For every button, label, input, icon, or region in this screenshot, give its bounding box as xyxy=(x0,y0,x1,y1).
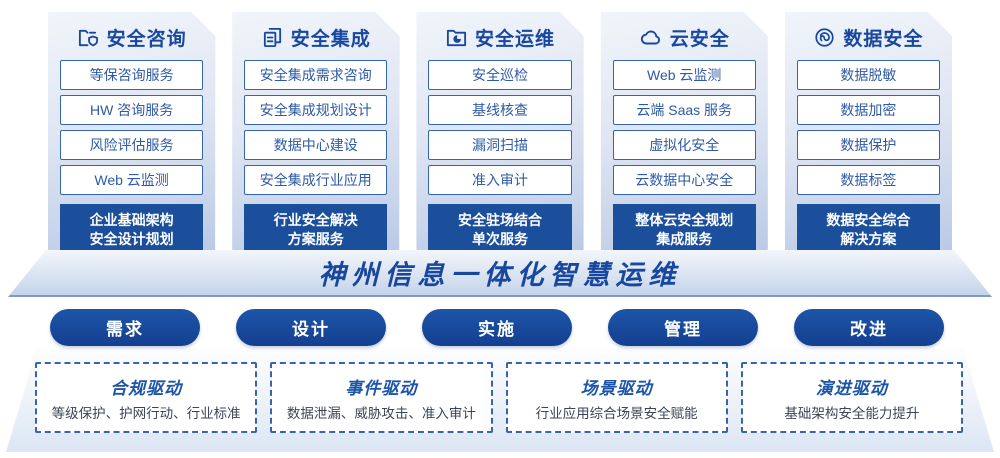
phase-pill: 管理 xyxy=(608,309,758,346)
phase-pill: 需求 xyxy=(50,309,200,346)
card-title: 云安全 xyxy=(669,28,730,50)
service-item: 安全集成行业应用 xyxy=(244,165,387,195)
card-title: 安全运维 xyxy=(475,28,556,50)
card-highlight: 安全驻场结合 单次服务 xyxy=(428,204,571,256)
card-highlight: 企业基础架构 安全设计规划 xyxy=(60,204,203,256)
service-item: Web 云监测 xyxy=(613,60,756,90)
service-item: HW 咨询服务 xyxy=(60,95,203,125)
driver-title: 事件驱动 xyxy=(345,378,418,398)
service-card: 云安全 Web 云监测云端 Saas 服务虚拟化安全云数据中心安全 整体云安全规… xyxy=(601,12,768,262)
phases-row: 需求设计实施管理改进 xyxy=(50,309,944,346)
driver-title: 演进驱动 xyxy=(815,378,888,398)
cloud-icon xyxy=(639,25,663,49)
service-item: 数据加密 xyxy=(797,95,940,125)
service-item: Web 云监测 xyxy=(60,165,203,195)
phase-pill: 实施 xyxy=(422,309,572,346)
service-item: 数据标签 xyxy=(797,165,940,195)
phase-pill: 改进 xyxy=(794,309,944,346)
card-highlight: 行业安全解决 方案服务 xyxy=(244,204,387,256)
drivers-row: 合规驱动 等级保护、护网行动、行业标准 事件驱动 数据泄漏、威胁攻击、准入审计 … xyxy=(35,362,963,433)
card-header: 安全运维 xyxy=(428,24,571,50)
card-highlight-line: 安全驻场结合 xyxy=(458,212,542,228)
card-title: 安全咨询 xyxy=(106,28,187,50)
driver-box: 演进驱动 基础架构安全能力提升 xyxy=(740,362,963,433)
card-highlight-line: 企业基础架构 xyxy=(89,212,174,228)
service-item: 漏洞扫描 xyxy=(428,130,571,160)
driver-title: 合规驱动 xyxy=(110,378,183,398)
service-item: 准入审计 xyxy=(428,165,571,195)
card-title: 安全集成 xyxy=(290,28,371,50)
card-items: 安全巡检基线核查漏洞扫描准入审计 xyxy=(428,60,571,195)
card-highlight-line: 集成服务 xyxy=(656,230,713,247)
driver-box: 事件驱动 数据泄漏、威胁攻击、准入审计 xyxy=(270,362,493,433)
card-items: 安全集成需求咨询安全集成规划设计数据中心建设安全集成行业应用 xyxy=(244,60,387,195)
service-item: 风险评估服务 xyxy=(60,130,203,160)
service-item: 安全集成规划设计 xyxy=(244,95,387,125)
documents-icon xyxy=(261,26,284,49)
service-item: 安全集成需求咨询 xyxy=(244,60,387,90)
service-item: 数据保护 xyxy=(797,130,940,160)
card-highlight-line: 单次服务 xyxy=(472,230,528,247)
banner-platform: 神州信息一体化智慧运维 xyxy=(8,250,992,297)
card-highlight-line: 整体云安全规划 xyxy=(635,212,734,228)
service-item: 云端 Saas 服务 xyxy=(613,95,756,125)
card-highlight-line: 方案服务 xyxy=(287,230,344,247)
service-item: 基线核查 xyxy=(428,95,571,125)
banner-title: 神州信息一体化智慧运维 xyxy=(318,260,682,290)
fingerprint-icon xyxy=(813,26,836,49)
card-highlight: 数据安全综合 解决方案 xyxy=(797,204,940,256)
driver-box: 场景驱动 行业应用综合场景安全赋能 xyxy=(505,362,728,433)
card-highlight-line: 解决方案 xyxy=(840,230,897,247)
card-header: 安全集成 xyxy=(244,24,387,50)
service-card: 安全咨询 等保咨询服务 HW 咨询服务风险评估服务 Web 云监测 企业基础架构 安… xyxy=(48,12,215,262)
card-highlight-line: 行业安全解决 xyxy=(273,212,358,228)
driver-desc: 基础架构安全能力提升 xyxy=(784,405,920,421)
driver-box: 合规驱动 等级保护、护网行动、行业标准 xyxy=(35,362,258,433)
service-item: 数据中心建设 xyxy=(244,130,387,160)
service-card: 安全运维 安全巡检基线核查漏洞扫描准入审计 安全驻场结合 单次服务 xyxy=(416,12,583,262)
service-item: 等保咨询服务 xyxy=(60,60,203,90)
driver-desc: 等级保护、护网行动、行业标准 xyxy=(51,405,241,421)
service-card: 数据安全 数据脱敏数据加密数据保护数据标签 数据安全综合 解决方案 xyxy=(785,12,952,262)
driver-desc: 行业应用综合场景安全赋能 xyxy=(535,405,698,421)
card-title: 数据安全 xyxy=(843,28,924,50)
card-highlight-line: 安全设计规划 xyxy=(89,230,174,247)
card-items: Web 云监测云端 Saas 服务虚拟化安全云数据中心安全 xyxy=(613,60,756,195)
card-highlight: 整体云安全规划 集成服务 xyxy=(613,204,756,256)
service-columns: 安全咨询 等保咨询服务 HW 咨询服务风险评估服务 Web 云监测 企业基础架构 安… xyxy=(48,12,952,262)
card-header: 云安全 xyxy=(613,24,756,50)
card-items: 等保咨询服务 HW 咨询服务风险评估服务 Web 云监测 xyxy=(60,60,203,195)
service-item: 虚拟化安全 xyxy=(613,130,756,160)
card-items: 数据脱敏数据加密数据保护数据标签 xyxy=(797,60,940,195)
driver-desc: 数据泄漏、威胁攻击、准入审计 xyxy=(286,405,476,421)
card-highlight-line: 数据安全综合 xyxy=(826,212,911,228)
service-card: 安全集成 安全集成需求咨询安全集成规划设计数据中心建设安全集成行业应用 行业安全… xyxy=(232,12,399,262)
folder-shield-icon xyxy=(77,26,100,49)
phase-pill: 设计 xyxy=(236,309,386,346)
card-header: 安全咨询 xyxy=(60,24,203,50)
service-item: 数据脱敏 xyxy=(797,60,940,90)
card-header: 数据安全 xyxy=(797,24,940,50)
service-item: 云数据中心安全 xyxy=(613,165,756,195)
driver-title: 场景驱动 xyxy=(580,378,653,398)
folder-clock-icon xyxy=(445,26,468,49)
service-item: 安全巡检 xyxy=(428,60,571,90)
